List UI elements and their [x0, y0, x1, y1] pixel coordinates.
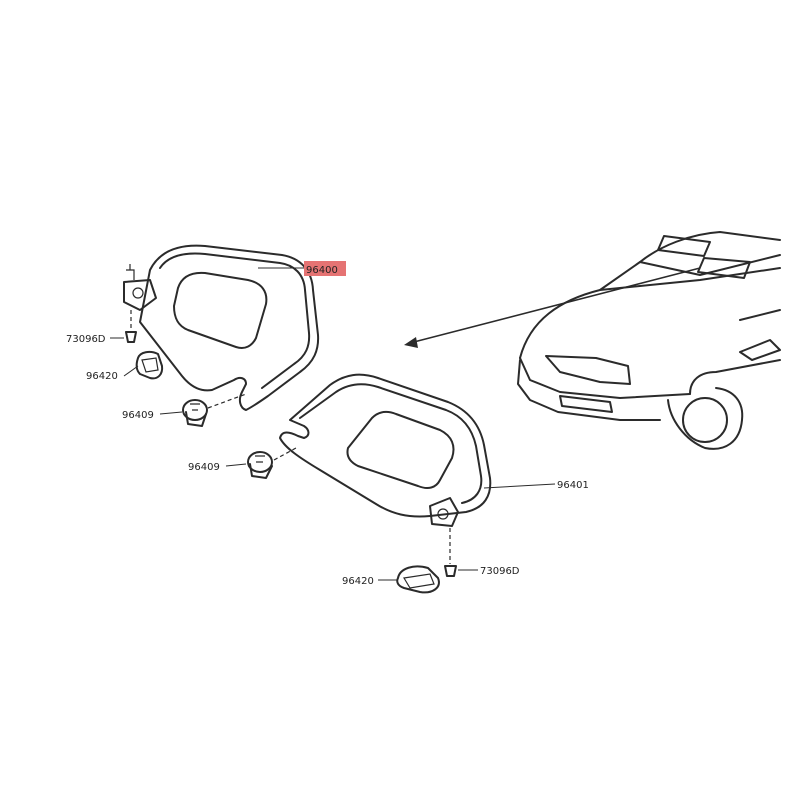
callout-holder-upper: 96409 [122, 410, 154, 421]
sun-visor-left [123, 244, 320, 411]
callout-cover-upper: 96420 [86, 371, 118, 382]
screw-upper [125, 310, 137, 343]
callout-screw-lower: 73096D [480, 566, 520, 577]
vehicle-illustration [517, 231, 781, 450]
highlight-box [304, 261, 346, 276]
holder-lower [247, 447, 297, 479]
callout-screw-upper: 73096D [66, 334, 106, 345]
callout-cover-lower: 96420 [342, 576, 374, 587]
callout-visor-right: 96401 [557, 480, 589, 491]
location-arrow [404, 267, 701, 348]
holder-upper [182, 393, 247, 427]
cover-upper [135, 350, 164, 380]
sun-visor-right [279, 373, 492, 527]
screw-lower [444, 528, 457, 577]
cover-lower [396, 565, 440, 594]
callout-holder-lower: 96409 [188, 462, 220, 473]
callout-visor-left: 96400 [306, 265, 338, 276]
